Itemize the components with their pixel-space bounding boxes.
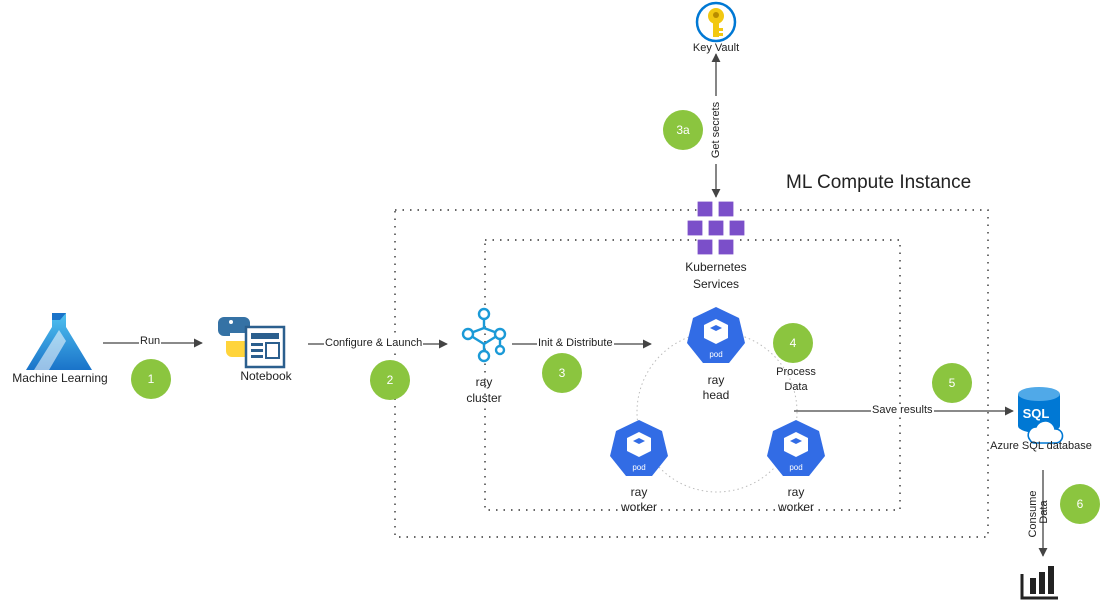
ray-cluster-icon	[461, 307, 507, 363]
step-badge-5: 5	[932, 363, 972, 403]
process-data-label-2: Data	[784, 381, 808, 393]
step-badge-6: 6	[1060, 484, 1100, 524]
kubernetes-boundary	[484, 239, 901, 511]
ml-compute-instance-title: ML Compute Instance	[786, 172, 972, 193]
edge-init-distribute-label: Init & Distribute	[537, 337, 614, 349]
notebook-label: Notebook	[240, 369, 292, 383]
sql-icon-text: SQL	[1023, 406, 1050, 421]
azure-sql-database-label: Azure SQL database	[990, 440, 1092, 452]
step-badge-1: 1	[131, 359, 171, 399]
ray-worker-right-pod-icon: pod	[767, 420, 825, 476]
step-badge-3a: 3a	[663, 110, 703, 150]
kubernetes-label-2: Services	[692, 277, 739, 291]
machine-learning-label: Machine Learning	[12, 371, 108, 385]
step-badge-3: 3	[542, 353, 582, 393]
kubernetes-services-icon	[686, 200, 746, 256]
edge-consume-data-label-2: Data	[1038, 500, 1050, 524]
ray-head-pod-icon: pod	[687, 307, 745, 363]
ray-worker-left-pod-icon: pod	[610, 420, 668, 476]
ray-cluster-ring	[636, 331, 798, 493]
power-bi-icon	[1020, 566, 1058, 600]
ray-cluster-label-2: cluster	[466, 391, 502, 405]
ml-compute-instance-boundary	[394, 209, 989, 538]
process-data-label-1: Process	[776, 366, 816, 378]
ray-head-label-2: head	[702, 388, 730, 402]
kubernetes-label-1: Kubernetes	[685, 260, 747, 274]
step-badge-4: 4	[773, 323, 813, 363]
step-badge-2: 2	[370, 360, 410, 400]
ray-head-label-1: ray	[707, 373, 725, 387]
edge-save-results-label: Save results	[871, 404, 934, 416]
edge-configure-launch-label: Configure & Launch	[324, 337, 424, 349]
edge-run-label: Run	[139, 335, 162, 347]
python-notebook-icon	[218, 317, 286, 369]
key-vault-label: Key Vault	[692, 42, 740, 54]
ray-worker-left-label-2: worker	[620, 500, 657, 514]
ray-cluster-label-1: ray	[475, 375, 493, 389]
edge-get-secrets-label: Get secrets	[710, 96, 724, 164]
pod-label: pod	[632, 463, 645, 472]
ray-worker-left-label-1: ray	[630, 485, 648, 499]
ray-worker-right-label-1: ray	[787, 485, 805, 499]
azure-sql-database-icon: SQL	[1018, 387, 1064, 444]
pod-label: pod	[709, 350, 722, 359]
pod-label: pod	[789, 463, 802, 472]
ray-worker-right-label-2: worker	[777, 500, 814, 514]
key-vault-icon	[695, 1, 737, 43]
machine-learning-icon	[26, 313, 92, 370]
